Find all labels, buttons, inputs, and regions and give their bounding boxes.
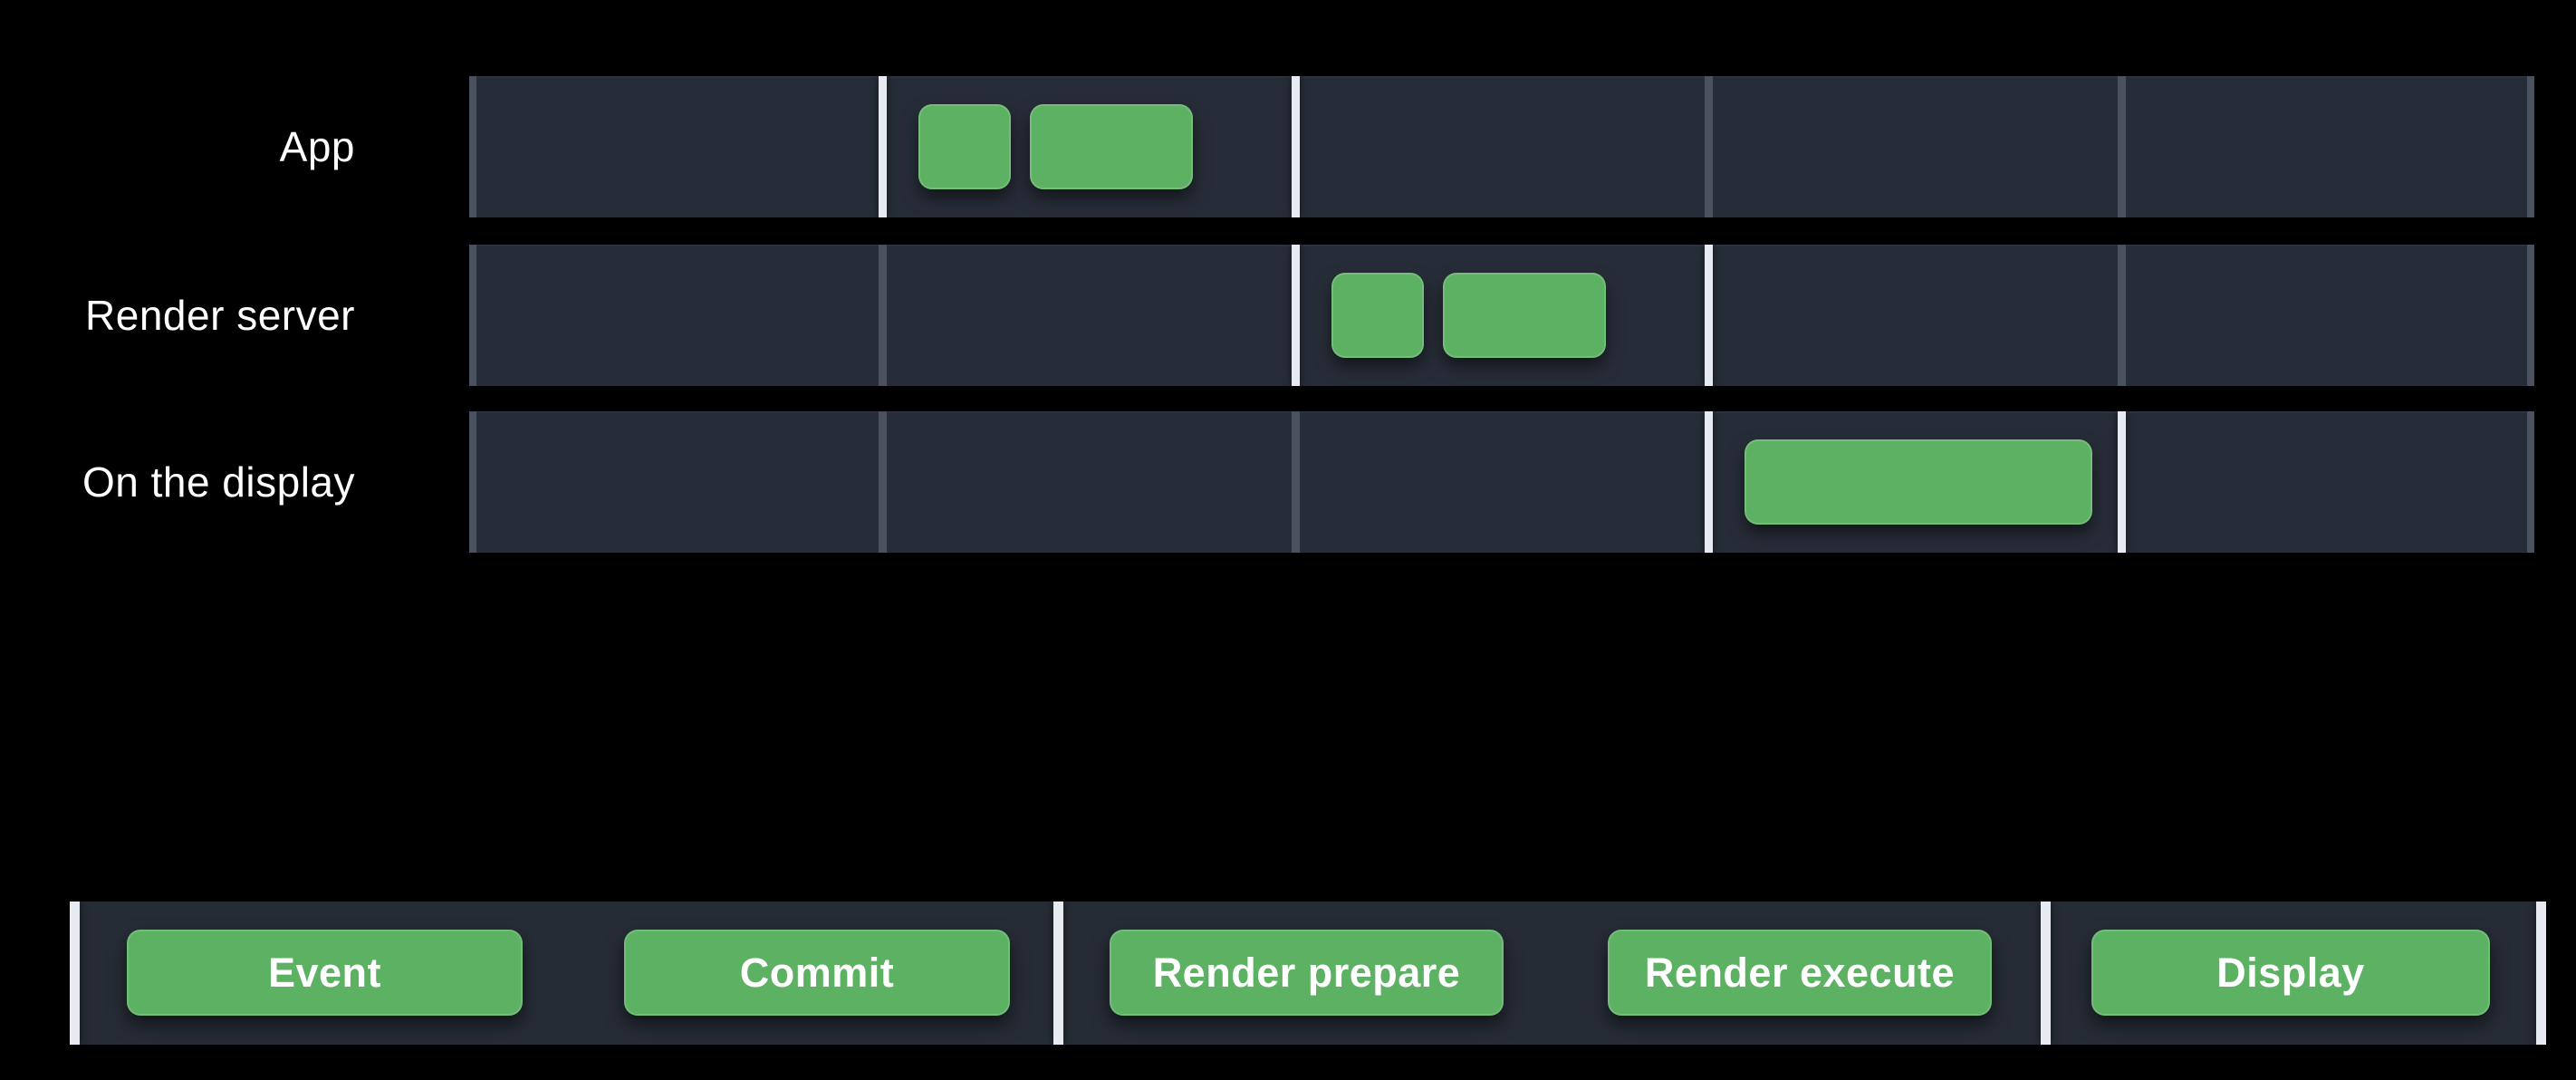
vsync-tick-dim: [2527, 245, 2534, 386]
vsync-tick-dim: [469, 245, 476, 386]
work-block: [1030, 104, 1193, 189]
legend-separator: [2536, 902, 2546, 1045]
vsync-tick-dim: [878, 245, 887, 386]
track-render-server: [469, 245, 2534, 386]
track-on-the-display: [469, 411, 2534, 553]
vsync-tick-dim: [2117, 76, 2126, 217]
timeline-row-on-the-display: On the display: [0, 411, 2576, 553]
work-block: [1744, 439, 2092, 525]
row-label-app: App: [279, 123, 355, 170]
legend-item-commit[interactable]: Commit: [624, 930, 1010, 1016]
vsync-tick-dim: [1704, 76, 1713, 217]
legend-separator: [1053, 902, 1063, 1045]
row-label-render-server: Render server: [85, 292, 355, 339]
legend-separator: [2041, 902, 2051, 1045]
vsync-tick-dim: [1291, 411, 1300, 553]
vsync-tick-bright: [1291, 76, 1300, 217]
vsync-tick-bright: [2117, 411, 2126, 553]
row-label-on-the-display: On the display: [82, 458, 355, 506]
vsync-tick-dim: [469, 411, 476, 553]
legend-item-render-prepare[interactable]: Render prepare: [1110, 930, 1504, 1016]
legend-item-display[interactable]: Display: [2091, 930, 2490, 1016]
vsync-tick-dim: [2527, 76, 2534, 217]
vsync-tick-dim: [878, 411, 887, 553]
timeline-row-render-server: Render server: [0, 245, 2576, 386]
work-block: [1443, 273, 1606, 358]
work-block: [918, 104, 1011, 189]
vsync-tick-dim: [469, 76, 476, 217]
vsync-tick-bright: [878, 76, 887, 217]
legend-separator: [70, 902, 80, 1045]
legend-bar: Event Commit Render prepare Render execu…: [70, 902, 2546, 1045]
legend-item-render-execute[interactable]: Render execute: [1608, 930, 1992, 1016]
track-app: [469, 76, 2534, 217]
work-block: [1331, 273, 1424, 358]
vsync-tick-dim: [2527, 411, 2534, 553]
vsync-tick-dim: [2117, 245, 2126, 386]
vsync-tick-bright: [1704, 411, 1713, 553]
vsync-tick-bright: [1291, 245, 1300, 386]
timeline-row-app: App: [0, 76, 2576, 217]
vsync-tick-bright: [1704, 245, 1713, 386]
legend-item-event[interactable]: Event: [127, 930, 523, 1016]
